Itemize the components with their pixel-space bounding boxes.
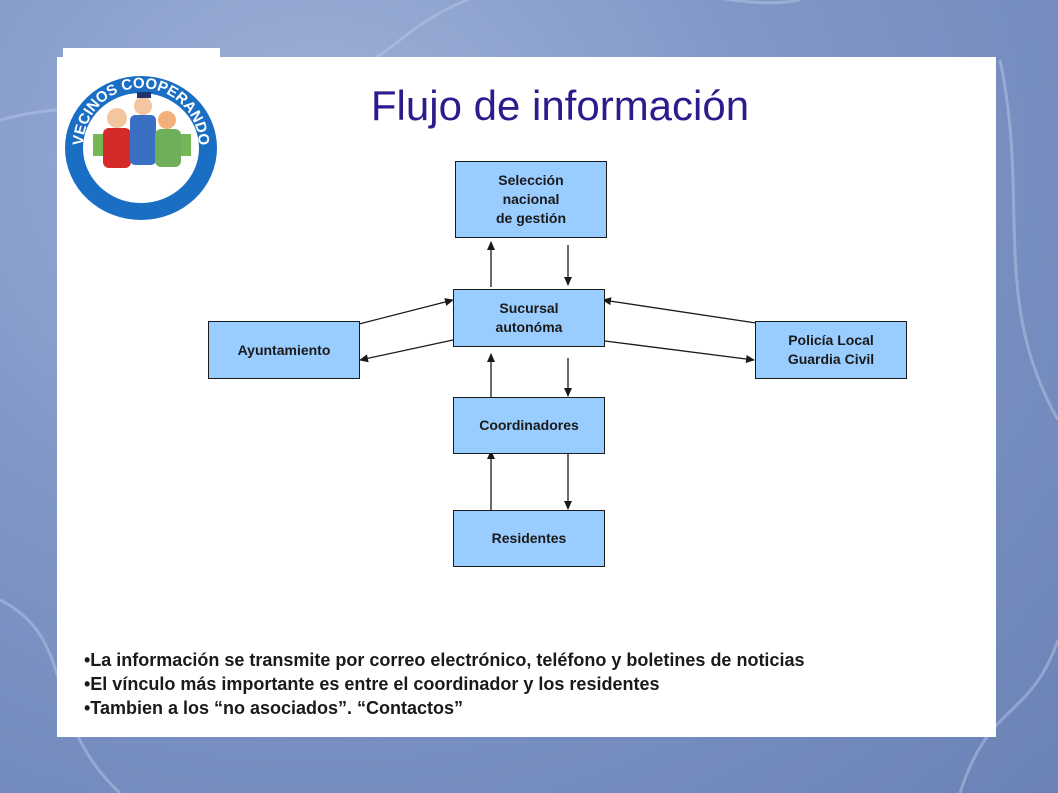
- node-coordinadores: Coordinadores: [453, 397, 605, 454]
- arrow-ayuntamiento-to-sucursal: [358, 298, 454, 325]
- node-label: Coordinadores: [479, 417, 579, 433]
- bullet-item: •La información se transmite por correo …: [84, 650, 805, 670]
- node-label: Residentes: [491, 530, 567, 546]
- bullet-list: •La información se transmite por correo …: [84, 648, 984, 720]
- bullet-item: •El vínculo más importante es entre el c…: [84, 674, 660, 694]
- node-label: Sucursal autonóma: [495, 300, 563, 335]
- node-label: Selección nacional de gestión: [495, 172, 566, 226]
- node-policia-local: Policía Local Guardia Civil: [755, 321, 907, 379]
- node-ayuntamiento: Ayuntamiento: [208, 321, 360, 379]
- node-label: Ayuntamiento: [237, 341, 331, 358]
- arrow-sucursal-to-ayuntamiento: [359, 339, 454, 363]
- arrow-policia-to-sucursal: [602, 297, 757, 324]
- page-title: Flujo de información: [370, 82, 750, 129]
- node-sucursal: Sucursal autonóma: [453, 289, 605, 347]
- node-label: Policía Local Guardia Civil: [787, 332, 875, 367]
- vecinos-cooperando-logo: VECINOS COOPERANDO POLICIA LOCAL: [63, 48, 220, 223]
- node-seleccion-nacional: Selección nacional de gestión: [455, 161, 607, 238]
- arrow-sucursal-to-policia: [604, 340, 755, 363]
- node-residentes: Residentes: [453, 510, 605, 567]
- bullet-item: •Tambien a los “no asociados”. “Contacto…: [84, 698, 464, 718]
